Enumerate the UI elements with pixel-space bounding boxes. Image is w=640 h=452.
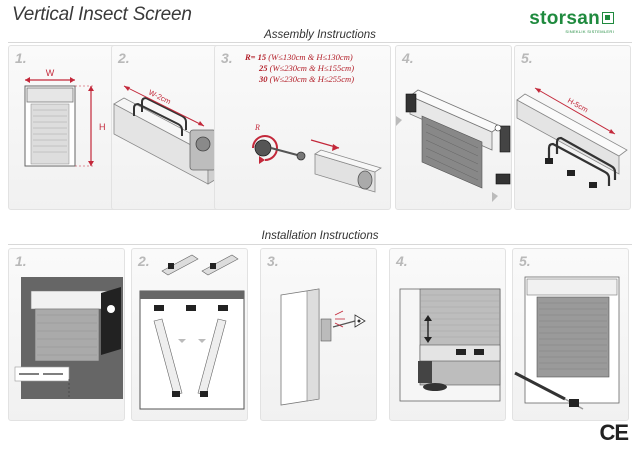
side-rail-mounting-illustration [139,254,245,410]
step-number: 5. [521,50,533,66]
brand-name: storsan [529,8,600,29]
screw-fixing-illustration [280,288,366,406]
formula-value: 25 [259,63,268,73]
assembly-heading: Assembly Instructions [264,29,376,41]
installation-heading: Installation Instructions [261,230,379,242]
installation-divider [8,244,632,245]
step-number: 2. [138,253,150,269]
formula-condition: (W≤130cm & H≤130cm) [268,52,353,62]
cut-length-label: H-5cm [566,96,590,115]
assembly-divider [8,42,632,43]
window-measure-illustration: W H [24,68,106,167]
endcap-assembly-illustration [396,89,511,202]
brand-tagline: SINEKLIK SISTEMLERI [565,29,614,34]
spring-tension-formula: R= 15 (W≤130cm & H≤130cm) 25 (W≤230cm & … [245,52,354,85]
assembly-step-1: 1. W H [8,45,125,210]
installation-step-2: 2. [131,248,248,421]
step-number: 4. [396,253,408,269]
brand-logo: storsan [529,9,614,31]
handle-adjustment-illustration [399,288,501,402]
spring-rotation-illustration: R [252,123,382,193]
assembly-step-5: 5. H-5cm [514,45,631,210]
step-number: 2. [118,50,130,66]
height-label: H [99,122,106,132]
final-installation-illustration [514,276,620,410]
bracket-fixing-illustration [14,277,123,399]
formula-condition: (W≤230cm & H≤255cm) [269,74,355,84]
step-number: 5. [519,253,531,269]
installation-step-3: 3. [260,248,377,421]
installation-step-4: 4. [389,248,506,421]
rotation-label: R [254,123,260,132]
step-number: 1. [15,50,27,66]
assembly-step-4: 4. [395,45,512,210]
step-number: 4. [402,50,414,66]
step-number: 3. [267,253,279,269]
brand-mark-icon [602,12,614,24]
page-title: Vertical Insect Screen [12,4,192,25]
formula-value: 30 [259,74,268,84]
formula-value: 15 [257,52,267,62]
assembly-step-3: 3. R= 15 (W≤130cm & H≤130cm) 25 (W≤230cm… [214,45,391,210]
installation-step-5: 5. [512,248,629,421]
width-label: W [46,68,55,78]
profile-cut-illustration: W-2cm [113,85,219,185]
side-rail-cut-illustration: H-5cm [516,87,628,188]
assembly-step-2: 2. W-2cm [111,45,228,210]
formula-condition: (W≤230cm & H≤155cm) [269,63,355,73]
ce-certification-mark: CE [599,420,629,445]
step-number: 1. [15,253,27,269]
step-number: 3. [221,50,233,66]
formula-prefix: R= [245,52,256,62]
installation-step-1: 1. [8,248,125,421]
